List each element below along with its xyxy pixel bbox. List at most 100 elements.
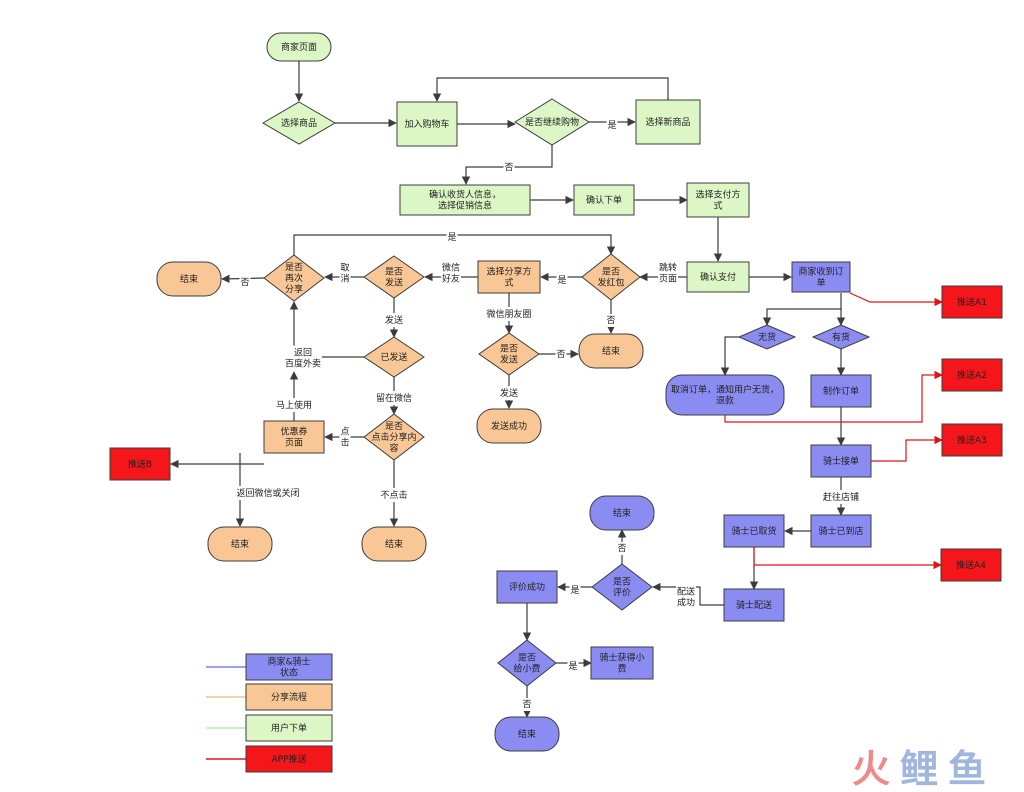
- legend-item: 商家&骑士状态: [206, 653, 333, 681]
- watermark-char-2: 鲤: [900, 747, 938, 791]
- node-label-end-share: 结束: [180, 273, 198, 285]
- edge-push-a3: [871, 435, 943, 462]
- node-label-coupon-page: 优惠券页面: [280, 426, 307, 449]
- node-label-rate-q: 是否评价: [613, 577, 631, 599]
- edge-label-back-close: 返回微信或关闭: [236, 487, 299, 499]
- node-rider-deliver: 骑士配送: [723, 588, 785, 622]
- node-coupon-page: 优惠券页面: [263, 420, 325, 454]
- node-rider-picked: 骑士已取货: [723, 514, 785, 548]
- node-confirm-info: 确认收货人信息，选择促销信息: [399, 184, 531, 216]
- node-rate-ok: 评价成功: [496, 570, 558, 604]
- node-label-end-tip: 结束: [518, 728, 536, 740]
- node-label-pay-method: 选择支付方式: [695, 189, 740, 212]
- edge-label-no1: 否: [504, 162, 513, 173]
- node-label-share-again: 是否再次分享: [285, 262, 303, 295]
- node-label-confirm-pay: 确认支付: [700, 271, 736, 283]
- node-label-push-a3: 推送A3: [957, 434, 987, 446]
- node-label-send-ok: 发送成功: [491, 420, 527, 432]
- node-label-cancel-order: 取消订单，通知用户无货，退款: [671, 384, 779, 407]
- node-rider-tip: 骑士获得小费: [590, 646, 654, 680]
- node-end-coupon: 结束: [207, 526, 273, 562]
- node-label-sent: 已发送: [380, 351, 407, 363]
- node-label-make-order: 制作订单: [823, 385, 859, 397]
- node-label-rider-tip: 骑士获得小费: [599, 652, 644, 675]
- edge-label-no3: 否: [556, 349, 565, 360]
- node-sent: 已发送: [363, 336, 425, 378]
- node-label-confirm-order: 确认下单: [586, 194, 622, 206]
- edge-label-no5: 否: [617, 543, 626, 554]
- legend-label: 用户下单: [271, 722, 307, 734]
- node-label-end-rate: 结束: [613, 507, 631, 519]
- node-cancel-order: 取消订单，通知用户无货，退款: [665, 374, 785, 416]
- node-label-click-share: 是否点击分享内容: [371, 421, 416, 454]
- node-select-new: 选择新商品: [635, 99, 701, 145]
- edge-push-a1: [849, 292, 943, 307]
- node-end-rate: 结束: [589, 495, 655, 531]
- edge-recv-to-nostock: [762, 293, 842, 326]
- edge-label-yes1: 是: [607, 120, 616, 131]
- node-click-share: 是否点击分享内容: [363, 413, 425, 461]
- node-continue-shop: 是否继续购物: [514, 98, 590, 146]
- node-label-has-stock: 有货: [832, 331, 850, 343]
- node-tip-q: 是否给小费: [497, 639, 557, 687]
- legend-swatch-box: [245, 683, 333, 711]
- node-label-continue-shop: 是否继续购物: [525, 116, 579, 128]
- node-label-push-a2: 推送A2: [957, 369, 987, 381]
- edge-label-yes-top: 是: [447, 232, 456, 243]
- node-send-q1: 是否发送: [478, 332, 540, 376]
- node-no-stock: 无货: [737, 324, 797, 350]
- node-select-goods: 选择商品: [262, 101, 336, 145]
- node-send-ok: 发送成功: [476, 408, 542, 444]
- edge-label-yes3: 是: [570, 585, 579, 596]
- node-label-end-noclick: 结束: [385, 538, 403, 550]
- node-label-send-q2: 是否发送: [385, 267, 403, 289]
- legend-item: 分享流程: [206, 683, 333, 711]
- watermark-char-1: 火: [852, 747, 890, 791]
- edge-label-stay-wechat: 留在微信: [376, 392, 412, 404]
- node-push-a1: 推送A1: [941, 285, 1003, 319]
- node-add-cart: 加入购物车: [396, 101, 458, 147]
- node-label-rider-deliver: 骑士配送: [736, 599, 772, 611]
- node-push-a4: 推送A4: [940, 548, 1002, 582]
- edge-label-jump-page: 跳转页面: [659, 262, 677, 285]
- node-send-red: 是否发红包: [581, 253, 641, 301]
- node-rate-q: 是否评价: [591, 563, 653, 611]
- node-confirm-pay: 确认支付: [686, 261, 750, 293]
- node-label-send-red: 是否发红包: [597, 267, 624, 289]
- node-make-order: 制作订单: [810, 374, 872, 408]
- node-label-add-cart: 加入购物车: [404, 118, 449, 130]
- node-merchant-page: 商家页面: [266, 32, 332, 62]
- legend-item: APP推送: [206, 745, 333, 773]
- node-label-push-a4: 推送A4: [956, 559, 986, 571]
- node-label-tip-q: 是否给小费: [513, 653, 540, 675]
- edge-label-to-store: 赶往店铺: [823, 491, 859, 503]
- node-end-noclick: 结束: [361, 526, 427, 562]
- node-label-end-red: 结束: [602, 345, 620, 357]
- node-label-no-stock: 无货: [758, 331, 776, 343]
- edge-label-no2: 否: [606, 315, 615, 326]
- node-label-push-b: 推送B: [128, 458, 152, 470]
- node-label-merchant-recv: 商家收到订单: [798, 266, 843, 289]
- node-share-again: 是否再次分享: [263, 254, 325, 302]
- legend-label: 分享流程: [271, 691, 307, 703]
- node-share-way: 选择分享方式: [477, 260, 541, 294]
- legend-label: 商家&骑士状态: [267, 656, 310, 679]
- edge-label-send2: 发送: [385, 314, 403, 326]
- node-label-rider-accept: 骑士接单: [823, 455, 859, 467]
- node-label-push-a1: 推送A1: [957, 296, 987, 308]
- edge-label-no6: 否: [522, 699, 531, 710]
- node-label-confirm-info: 确认收货人信息，选择促销信息: [429, 189, 501, 212]
- edge-label-no4: 否: [240, 277, 249, 288]
- node-confirm-order: 确认下单: [573, 184, 635, 216]
- node-end-share: 结束: [156, 261, 222, 297]
- edge-label-wechat-moments: 微信朋友圈: [486, 308, 531, 320]
- edge-label-send1: 发送: [500, 387, 518, 399]
- watermark-logo: 火鲤鱼: [852, 747, 986, 791]
- edge-label-use-now: 马上使用: [276, 399, 312, 411]
- edge-label-wechat-friend: 微信好友: [442, 262, 460, 285]
- node-pay-method: 选择支付方式: [686, 182, 750, 218]
- edge-label-no-click: 不点击: [380, 489, 407, 501]
- node-push-a2: 推送A2: [941, 358, 1003, 392]
- edge-nostock-to-cancel: [720, 336, 739, 376]
